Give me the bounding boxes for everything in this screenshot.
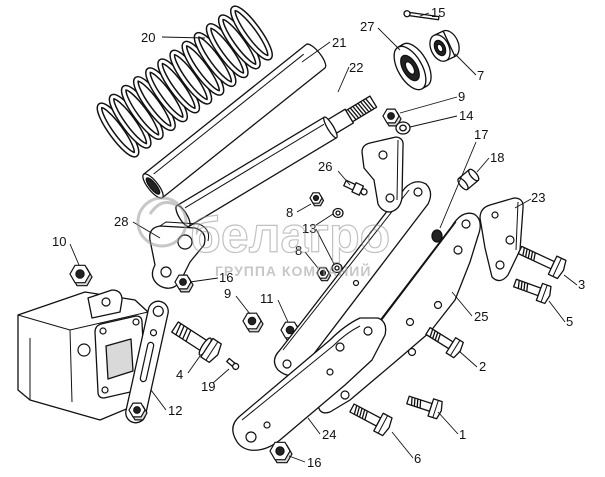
bushing [457, 168, 480, 191]
callout-25: 25 [474, 309, 488, 324]
leader-16-lower [288, 455, 306, 463]
leader-9-lower [235, 295, 251, 315]
grease-pin [226, 357, 240, 371]
leader-3 [563, 274, 578, 286]
callout-5: 5 [566, 314, 573, 329]
callout-16-lower: 16 [307, 455, 321, 470]
callout-2: 2 [479, 359, 486, 374]
leader-10 [69, 243, 80, 266]
callout-26: 26 [318, 159, 332, 174]
leader-15 [419, 12, 430, 17]
callout-27: 27 [360, 19, 374, 34]
leader-5 [548, 300, 566, 323]
leader-8-lower [304, 251, 319, 269]
nut-8-lower [316, 267, 332, 282]
leader-19 [212, 368, 230, 384]
bolt-6 [349, 403, 393, 437]
callout-6: 6 [414, 451, 421, 466]
bolt-1 [406, 395, 443, 420]
flanged-bearing [393, 42, 432, 91]
leader-20 [161, 36, 206, 39]
callout-17: 17 [474, 127, 488, 142]
callout-4: 4 [176, 367, 183, 382]
leader-2 [458, 350, 478, 368]
leader-17 [439, 141, 477, 229]
leader-12 [150, 389, 167, 411]
leader-8-upper [296, 203, 312, 213]
callout-16-upper: 16 [219, 270, 233, 285]
leader-27 [377, 27, 401, 51]
callout-13: 13 [302, 221, 316, 236]
leader-13-b [315, 228, 335, 265]
callout-28: 28 [114, 214, 128, 229]
nut-8-upper [309, 192, 325, 207]
plate-23 [479, 197, 524, 282]
callout-1: 1 [459, 427, 466, 442]
callout-7: 7 [477, 68, 484, 83]
callout-15: 15 [431, 5, 445, 20]
coil-spring [95, 5, 275, 159]
nut-16-lower [269, 441, 293, 464]
callout-19: 19 [201, 379, 215, 394]
leader-25 [451, 291, 473, 317]
leader-26 [337, 170, 351, 186]
washer-13-upper [332, 207, 344, 219]
watermark-logo-stroke [148, 200, 179, 215]
leader-7 [454, 53, 477, 76]
callout-11: 11 [260, 291, 274, 306]
callout-9-lower: 9 [224, 286, 231, 301]
callout-12: 12 [168, 403, 182, 418]
leader-23 [514, 198, 532, 209]
bracket-17 [361, 136, 404, 213]
callout-9-upper: 9 [458, 89, 465, 104]
nut-9-lower [242, 312, 264, 333]
bolt-2 [425, 326, 464, 359]
bearing-cap [429, 29, 460, 62]
callout-labels: 15 27 7 20 21 22 9 14 17 18 26 23 8 13 8… [52, 5, 585, 470]
callout-14: 14 [459, 108, 473, 123]
callout-20: 20 [141, 30, 155, 45]
nut-16-upper [174, 274, 194, 293]
spring-rod [175, 95, 378, 228]
leader-6 [391, 431, 414, 459]
washer-14 [395, 121, 411, 135]
leader-1 [437, 411, 459, 435]
leader-9-upper [399, 96, 458, 114]
callout-3: 3 [578, 277, 585, 292]
link-bar [125, 300, 169, 424]
bolt-3 [517, 245, 567, 280]
washer-13-lower [331, 262, 343, 274]
leader-21 [301, 41, 331, 63]
plate-24 [232, 317, 387, 451]
leader-13-a [315, 213, 334, 226]
callout-8-lower: 8 [295, 243, 302, 258]
pivot-bolt [171, 321, 222, 364]
callout-8-upper: 8 [286, 205, 293, 220]
callout-21: 21 [332, 35, 346, 50]
bolt-5 [512, 278, 552, 305]
nut-10 [69, 264, 93, 287]
leader-22 [337, 66, 350, 93]
callout-24: 24 [322, 427, 336, 442]
leader-16-upper [189, 277, 219, 283]
leader-24 [307, 417, 321, 435]
callout-18: 18 [490, 150, 504, 165]
callout-23: 23 [531, 190, 545, 205]
leader-11 [277, 299, 289, 323]
leader-4 [187, 355, 201, 374]
gearbox-housing [17, 289, 149, 421]
leader-18 [476, 157, 490, 173]
callout-10: 10 [52, 234, 66, 249]
callout-22: 22 [349, 60, 363, 75]
leader-14 [409, 115, 458, 128]
